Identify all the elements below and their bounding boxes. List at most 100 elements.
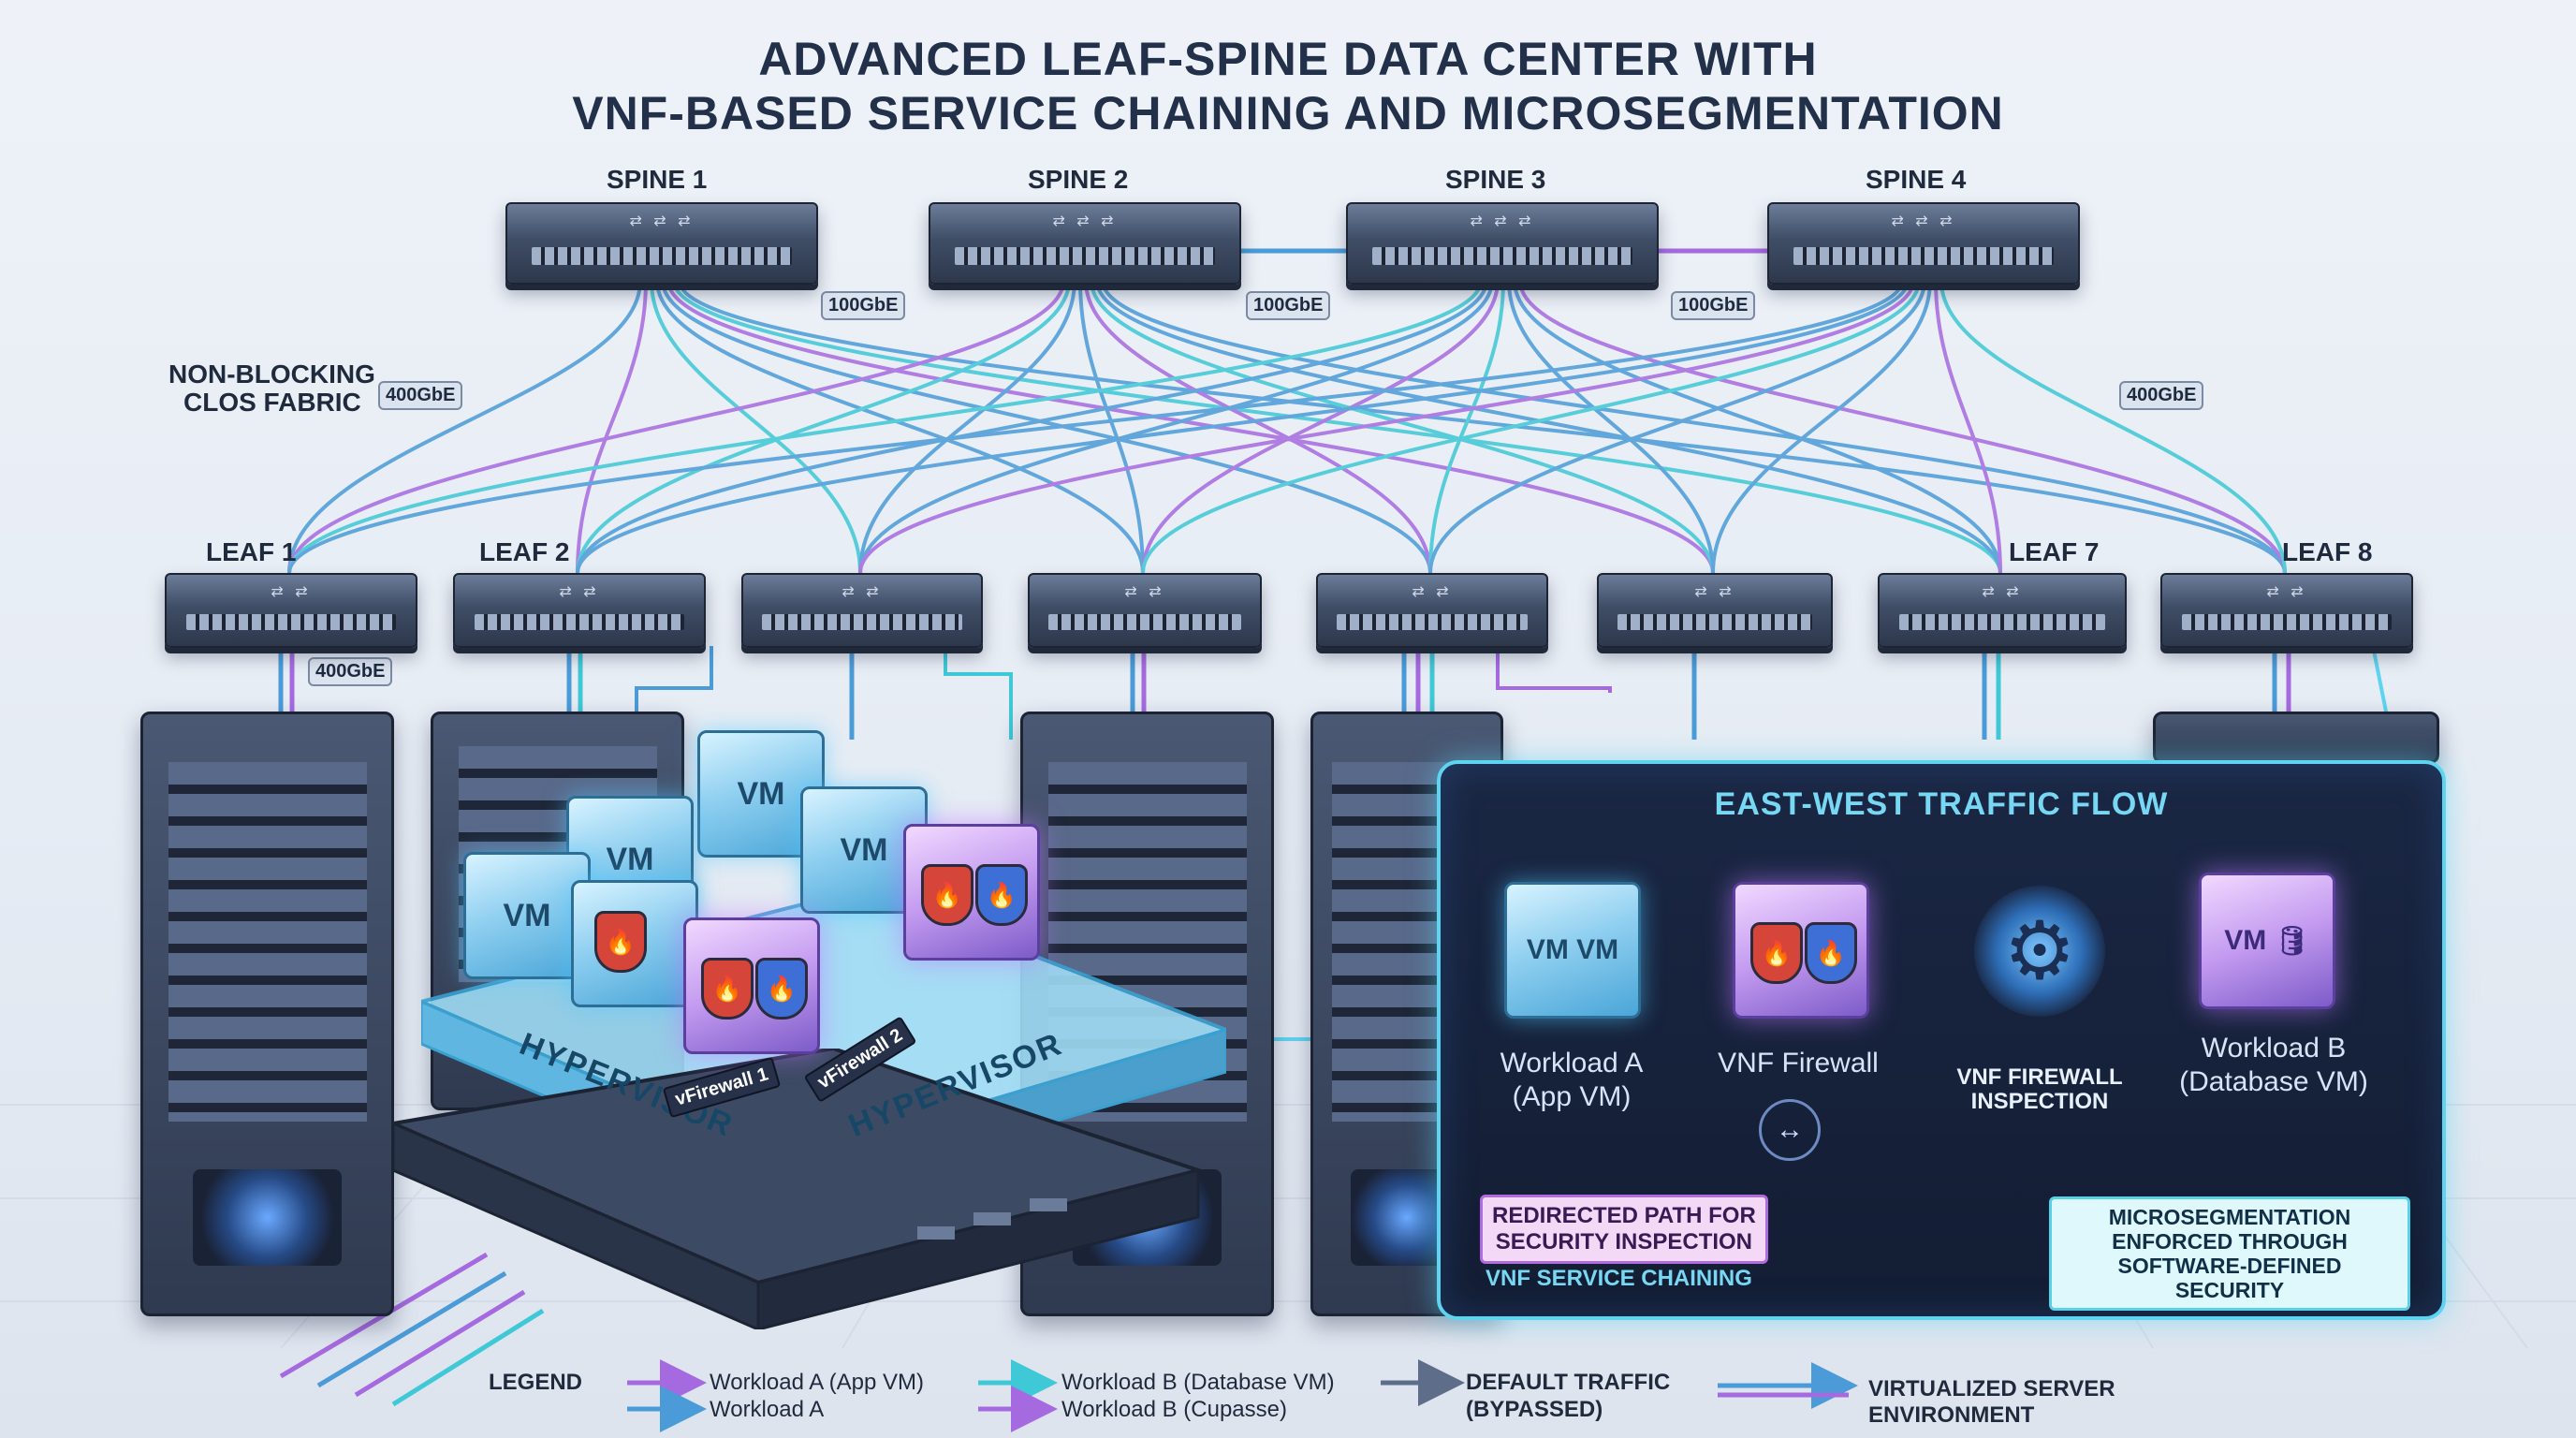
workload-a-line-1: Workload A	[1500, 1048, 1644, 1078]
leaf-1-label: LEAF 1	[206, 537, 297, 566]
rack-units	[168, 762, 367, 1123]
service-chaining-label: VNF SERVICE CHAINING	[1486, 1266, 1752, 1291]
spine-leaf-link	[858, 280, 1915, 574]
legend-arrows	[627, 1359, 1858, 1432]
spine-leaf-link	[576, 280, 1488, 574]
workload-a-label: Workload A (App VM)	[1459, 1047, 1684, 1114]
leaf-switch-6[interactable]: ⇄ ⇄	[1597, 573, 1833, 648]
switch-arrows-icon: ⇄ ⇄	[2266, 583, 2307, 600]
spine-leaf-link	[576, 280, 1910, 574]
spine-switch-1[interactable]: ⇄ ⇄ ⇄	[505, 202, 818, 285]
vnf-cube-front[interactable]: 🔥 🔥	[683, 917, 820, 1054]
vm-cube-4[interactable]: VM	[463, 852, 591, 979]
spine-leaf-link	[1090, 280, 1715, 574]
speed-badge-uplink-right: 400GbE	[2119, 381, 2204, 410]
panel-title: EAST-WEST TRAFFIC FLOW	[1714, 786, 2169, 822]
vm-label: VM	[2224, 925, 2267, 956]
spine-leaf-link	[1711, 280, 1932, 574]
redirected-line-1: REDIRECTED PATH FOR	[1492, 1203, 1756, 1228]
switch-arrows-icon: ⇄ ⇄ ⇄	[1052, 213, 1118, 230]
redirected-path-box: REDIRECTED PATH FOR SECURITY INSPECTION	[1480, 1195, 1768, 1264]
switch-arrows-icon: ⇄ ⇄ ⇄	[629, 213, 695, 230]
workload-a-cube[interactable]: VM VM	[1504, 882, 1641, 1019]
vm-label: VM	[1526, 934, 1569, 965]
legend-item-workload-b-cupasse: Workload B (Cupasse)	[1061, 1397, 1287, 1422]
server-rack-8[interactable]	[2153, 712, 2439, 764]
spine-leaf-link	[1078, 280, 1145, 574]
vnf-firewall-cube[interactable]: 🔥 🔥	[1733, 882, 1869, 1019]
workload-b-cube[interactable]: VM 🛢	[2199, 873, 2335, 1009]
leaf-switch-2[interactable]: ⇄ ⇄	[453, 573, 706, 648]
spine-leaf-link	[1939, 280, 2287, 574]
blue-shield-icon: 🔥	[975, 864, 1028, 926]
switch-arrows-icon: ⇄ ⇄	[271, 583, 312, 600]
leaf-7-label: LEAF 7	[2009, 537, 2100, 566]
leaf-switch-3[interactable]: ⇄ ⇄	[741, 573, 983, 648]
spine-leaf-link	[287, 280, 1483, 574]
diagram-title-line-1: Advanced Leaf-Spine Data Center with	[758, 33, 1818, 85]
workload-b-line-1: Workload B	[2201, 1033, 2347, 1064]
east-west-traffic-panel: EAST-WEST TRAFFIC FLOW VM VM Workload A …	[1437, 760, 2446, 1320]
spine-leaf-link	[655, 280, 1145, 574]
legend-item-workload-a: Workload A	[710, 1397, 825, 1422]
switch-ports	[955, 247, 1215, 265]
fire-shield-icon: 🔥	[701, 958, 754, 1020]
leaf-rack-drops	[278, 646, 2291, 740]
leaf-switch-4[interactable]: ⇄ ⇄	[1028, 573, 1262, 648]
leaf-switch-8[interactable]: ⇄ ⇄	[2160, 573, 2413, 648]
leaf-switch-7[interactable]: ⇄ ⇄	[1878, 573, 2127, 648]
spine-leaf-link	[666, 280, 1715, 574]
switch-arrows-icon: ⇄ ⇄	[842, 583, 883, 600]
spine-leaf-link	[576, 280, 1071, 574]
leaf-2-label: LEAF 2	[479, 537, 570, 566]
spine-leaf-link	[1518, 280, 2287, 574]
switch-arrows-icon: ⇄ ⇄	[1694, 583, 1735, 600]
switch-ports	[1898, 613, 2106, 630]
inspection-label: VNF FIREWALL INSPECTION	[1918, 1065, 2161, 1114]
legend-item-workload-b-db: Workload B (Database VM)	[1061, 1370, 1335, 1395]
spine-leaf-mesh	[287, 280, 2287, 574]
switch-ports	[1372, 247, 1632, 265]
inspection-line-1: VNF FIREWALL	[1956, 1064, 2123, 1090]
spine-switch-4[interactable]: ⇄ ⇄ ⇄	[1767, 202, 2080, 285]
switch-ports	[1617, 613, 1813, 630]
spine-leaf-link	[1141, 280, 1500, 574]
legend-default-traffic-line-1: DEFAULT TRAFFIC	[1466, 1370, 1671, 1395]
spine-leaf-link	[1513, 280, 2002, 574]
redirect-toggle-icon[interactable]: ↔	[1759, 1099, 1821, 1161]
spine-2-label: SPINE 2	[1028, 165, 1129, 194]
gear-icon: ⚙	[1974, 886, 2105, 1017]
switch-ports	[186, 613, 396, 630]
speed-badge-leaf-rack: 400GbE	[308, 657, 393, 686]
vm-label: VM	[1576, 934, 1619, 965]
server-rack-1[interactable]	[140, 712, 394, 1316]
spine-switch-3[interactable]: ⇄ ⇄ ⇄	[1346, 202, 1659, 285]
spine-leaf-link	[650, 280, 862, 574]
inspection-line-2: INSPECTION	[1970, 1089, 2109, 1114]
legend-heading: LEGEND	[489, 1370, 583, 1395]
switch-arrows-icon: ⇄ ⇄	[1982, 583, 2023, 600]
spine-leaf-link	[1141, 280, 1921, 574]
spine-switch-2[interactable]: ⇄ ⇄ ⇄	[929, 202, 1241, 285]
leaf-switch-5[interactable]: ⇄ ⇄	[1316, 573, 1548, 648]
switch-ports	[475, 613, 684, 630]
vnf-cube-rear[interactable]: 🔥 🔥	[903, 824, 1040, 961]
workload-b-label: Workload B (Database VM)	[2143, 1032, 2405, 1099]
spine-leaf-link	[678, 280, 2287, 574]
spine-leaf-link	[1101, 280, 2287, 574]
spine-leaf-link	[1507, 280, 1715, 574]
diagram-title-line-2: VNF-Based Service Chaining and Microsegm…	[572, 87, 2004, 139]
leaf-switch-1[interactable]: ⇄ ⇄	[165, 573, 417, 648]
speed-badge-spine-1-2: 100GbE	[821, 291, 906, 320]
spine-leaf-link	[1095, 280, 2002, 574]
spine-3-label: SPINE 3	[1445, 165, 1546, 194]
legend-default-traffic-line-2: (BYPASSED)	[1466, 1397, 1603, 1422]
spine-leaf-link	[287, 280, 1065, 574]
incoming-traffic	[279, 1252, 545, 1407]
switch-arrows-icon: ⇄ ⇄ ⇄	[1470, 213, 1535, 230]
vm-cube-5[interactable]: 🔥	[571, 880, 698, 1007]
spine-leaf-link	[287, 280, 642, 574]
fire-shield-icon: 🔥	[921, 864, 973, 926]
vnf-firewall-label: VNF Firewall	[1718, 1048, 1879, 1078]
switch-ports	[2182, 613, 2392, 630]
